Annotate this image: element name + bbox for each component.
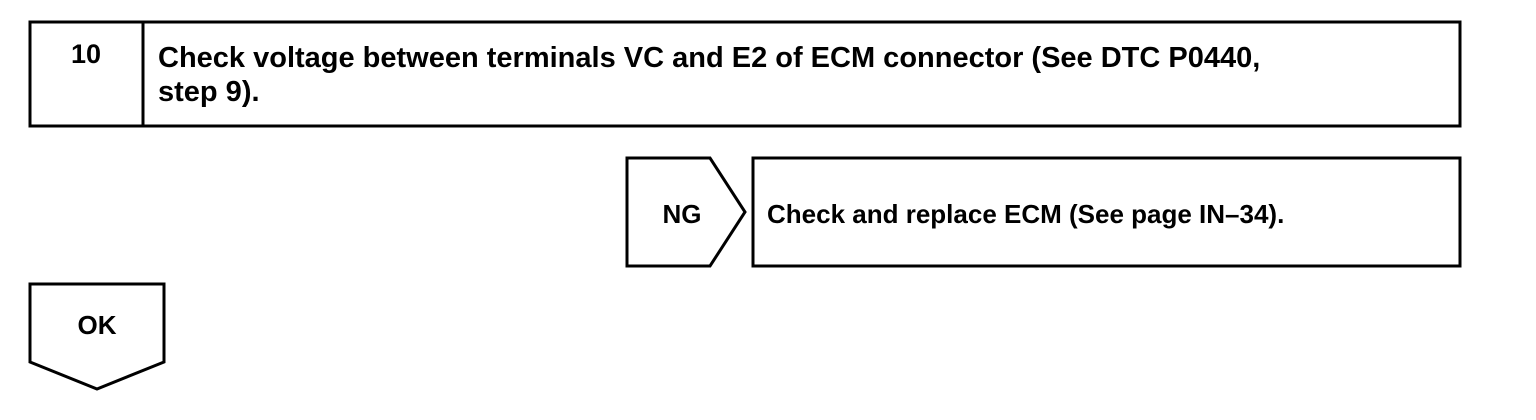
step-box bbox=[28, 20, 1462, 128]
ng-label: NG bbox=[662, 199, 702, 229]
ng-action-text: Check and replace ECM (See page IN–34). bbox=[767, 199, 1285, 229]
step-description-line-1: Check voltage between terminals VC and E… bbox=[158, 42, 1261, 74]
step-number: 10 bbox=[70, 39, 102, 69]
ok-arrow-shape bbox=[28, 282, 166, 391]
step-description-line-2: step 9). bbox=[158, 76, 260, 108]
ng-arrow-shape bbox=[625, 156, 747, 268]
ok-label: OK bbox=[77, 310, 117, 340]
ng-action-box bbox=[751, 156, 1462, 268]
